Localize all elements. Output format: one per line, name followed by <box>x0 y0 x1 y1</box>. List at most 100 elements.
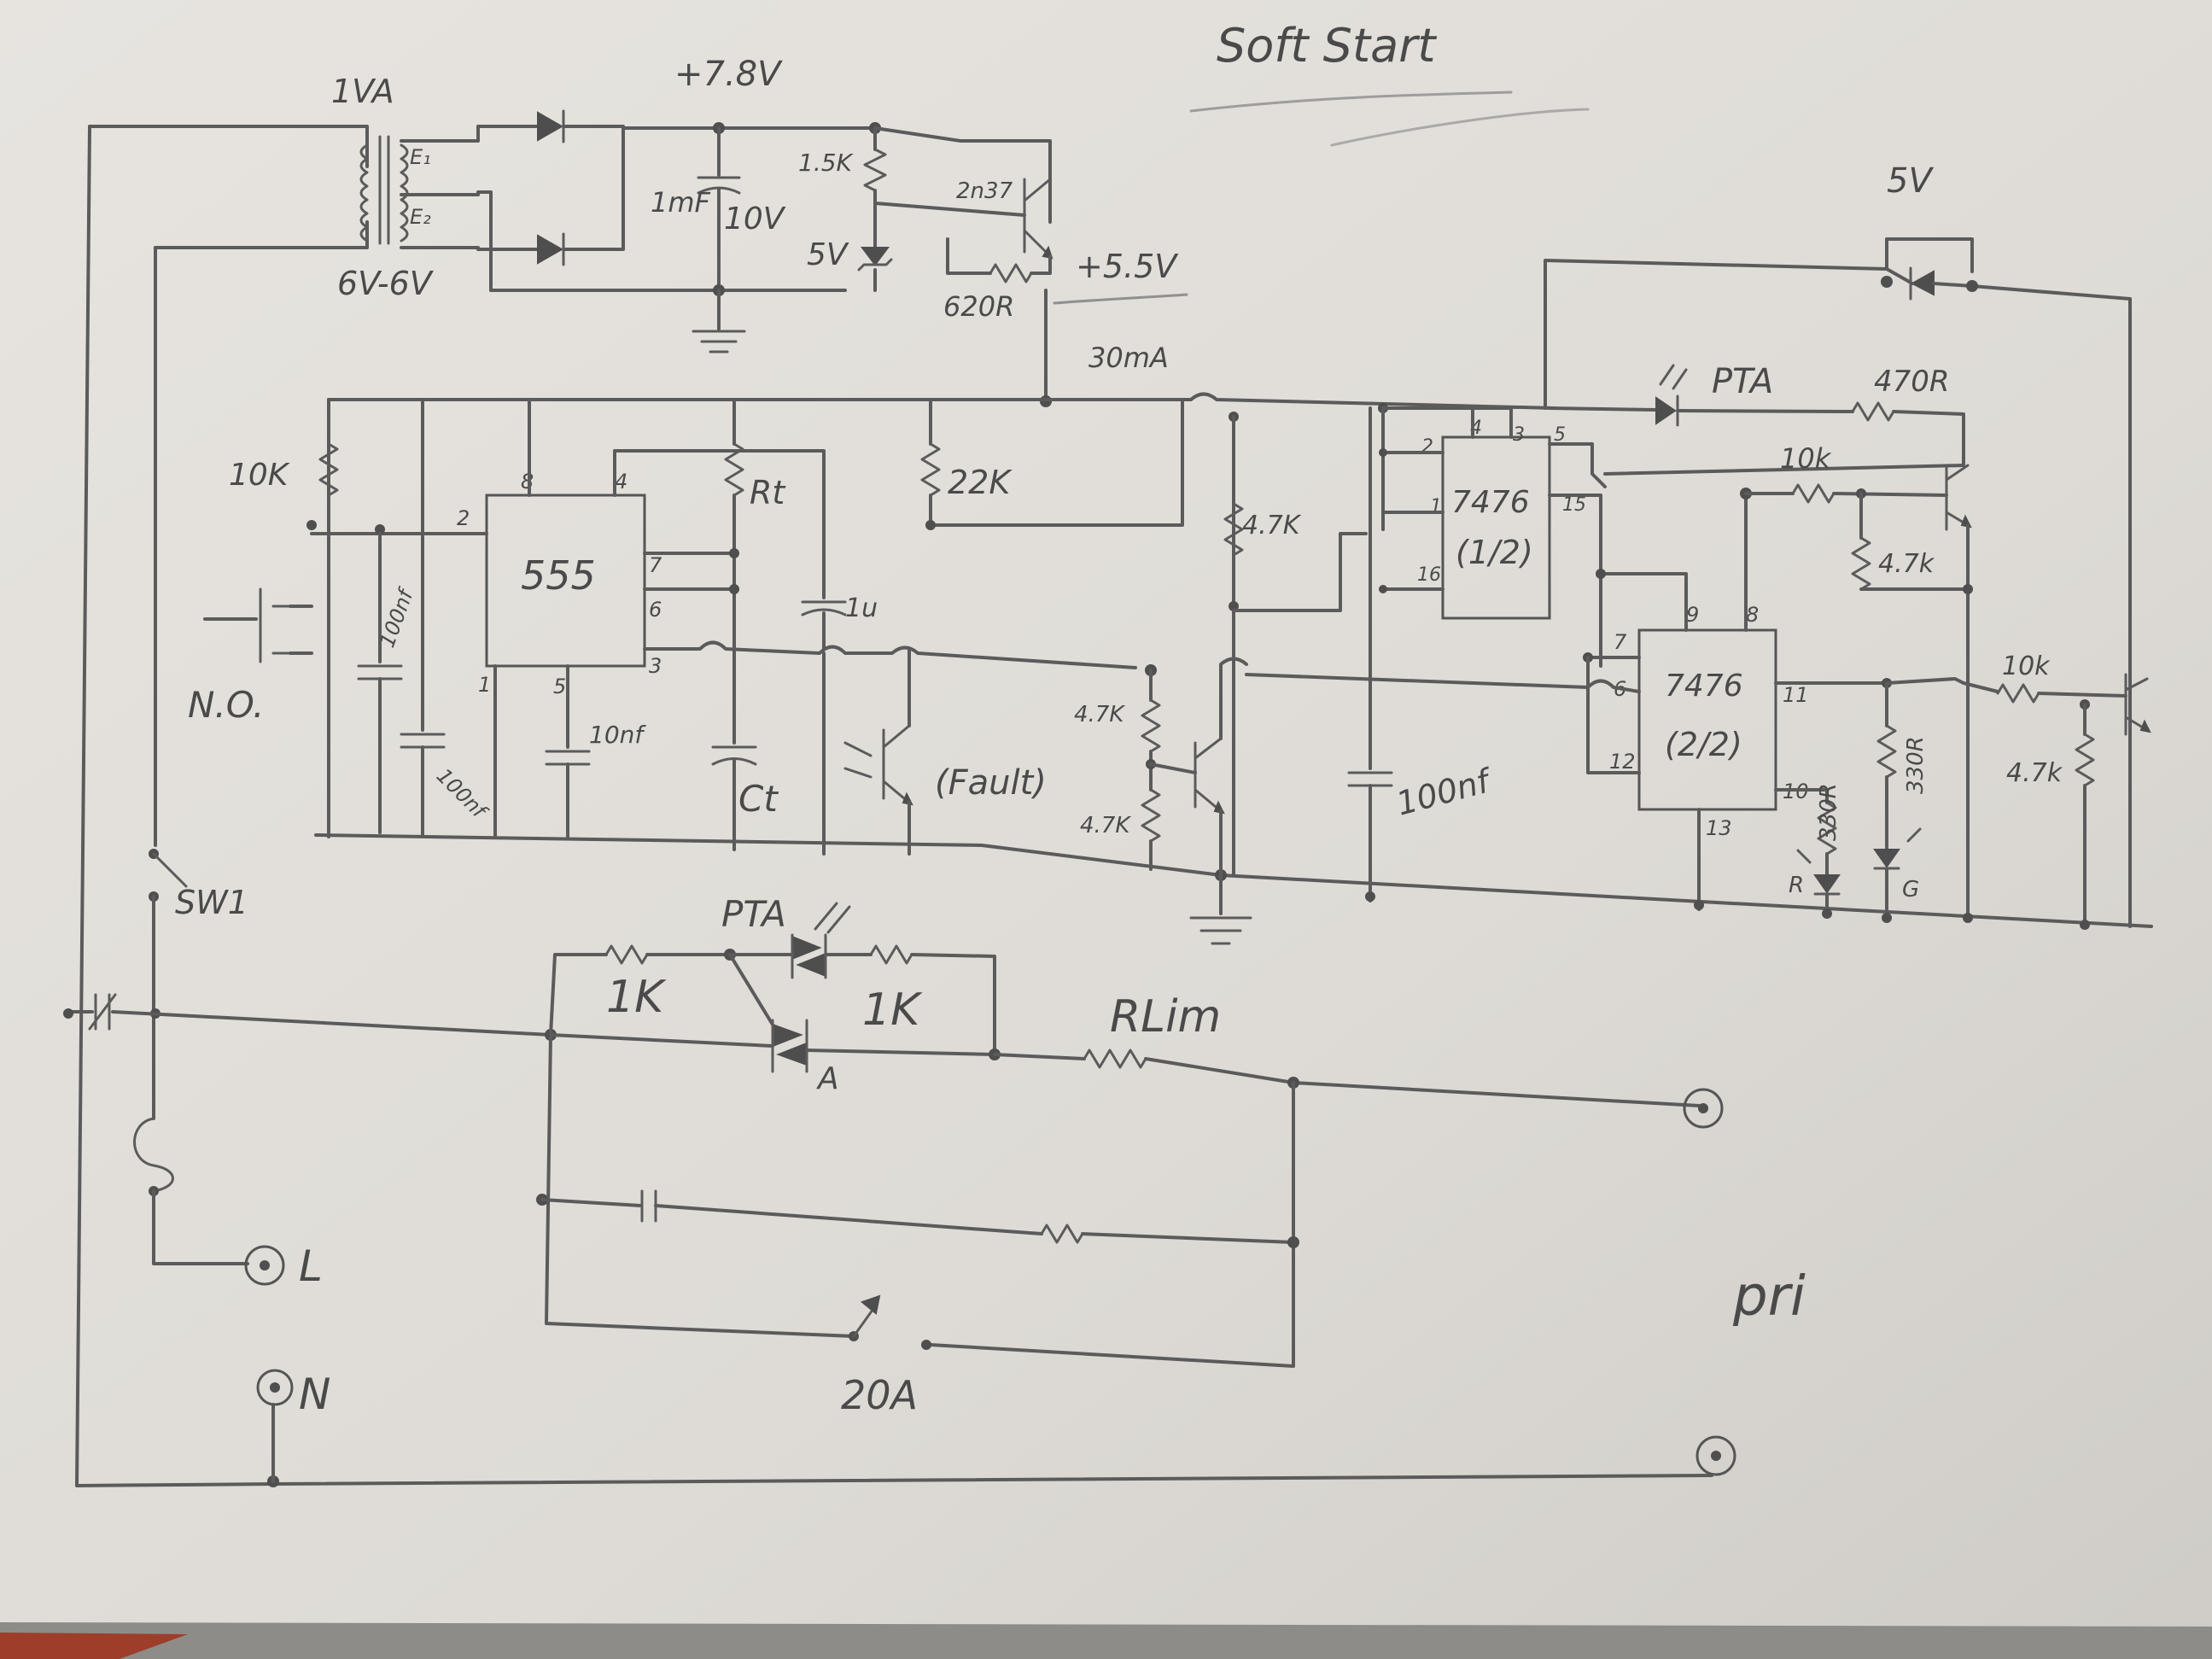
ground-symbol-supply <box>692 330 746 353</box>
resistor-rlim <box>1083 1049 1147 1069</box>
resistor-620 <box>989 263 1033 283</box>
resistor-4k7-a <box>1141 698 1161 753</box>
transformer-va-label: 1VA <box>331 73 394 110</box>
supply-reg-arrow <box>1053 293 1188 305</box>
triac-mt1-wire <box>549 1033 774 1048</box>
rectifier-join-wire <box>562 125 625 251</box>
ff-pin15-wire <box>1548 494 1602 668</box>
r-1k-b-label: 1K <box>862 984 923 1036</box>
contact-slash <box>88 993 117 1031</box>
node <box>729 548 739 558</box>
cap-main-value: 1mF <box>651 186 711 219</box>
relay-blade <box>852 1305 877 1338</box>
ff-pin9-wire <box>1599 572 1688 632</box>
ff-pin-12: 12 <box>1609 750 1636 774</box>
terminal-l-center <box>260 1260 270 1271</box>
pta-led-lead <box>1548 406 1658 412</box>
sw1-blade <box>152 852 188 888</box>
resistor-330-b <box>1876 724 1897 779</box>
resistor-620-label: 620R <box>943 290 1014 323</box>
ic-555-label: 555 <box>521 552 596 599</box>
r1k-b-out <box>910 953 996 1056</box>
ff-pin10-wire <box>1774 788 1829 804</box>
r22k-lead-low <box>929 400 1184 527</box>
mains-feed-wire <box>88 125 369 168</box>
terminal-n <box>256 1369 294 1406</box>
ff-pin-9: 9 <box>1686 603 1699 627</box>
zener-loop-wire <box>1885 237 1974 273</box>
r10k-mid-out <box>1832 492 1948 497</box>
r470-lead <box>1676 409 1854 413</box>
pin-8: 8 <box>521 470 534 494</box>
ff-pin5-wire <box>1548 442 1607 488</box>
r620-wire <box>946 237 992 275</box>
timer-section: 555 2 8 4 7 6 3 1 5 10K N.O. <box>188 398 1248 877</box>
paper-edge <box>0 1622 2212 1659</box>
primary-terminal-top <box>1683 1088 1724 1129</box>
led-pta <box>1655 364 1688 427</box>
node <box>1287 1236 1299 1248</box>
pin-5: 5 <box>553 675 566 698</box>
node <box>925 520 936 530</box>
ff-pin3-wire <box>1381 406 1513 439</box>
node <box>1963 913 1973 923</box>
divider-base-wire <box>1149 762 1197 774</box>
desk-corner <box>0 1633 188 1659</box>
zener-5v-label: 5V <box>807 237 849 272</box>
primary-terminal-bottom-center <box>1711 1451 1721 1461</box>
mains-section: N SW1 L 1K PTA <box>63 125 1806 1487</box>
resistor-4k7-b <box>1141 788 1161 843</box>
resistor-470 <box>1851 401 1895 422</box>
cap-10nf-label: 10nf <box>589 721 646 749</box>
node <box>921 1340 931 1350</box>
snubber-resistor <box>1040 1224 1084 1244</box>
fuse <box>133 1117 174 1193</box>
r-47k-a-label: 4.7K <box>1074 702 1125 727</box>
snubber-mid-wire <box>654 1204 1043 1235</box>
flipflop-section: 4.7K 7476 (1/2) 2 4 3 5 1 16 15 100nf 74… <box>1223 403 1929 923</box>
supply-reg-label: +5.5V <box>1076 248 1179 285</box>
relay-arrow <box>860 1294 881 1315</box>
regulator-base-wire <box>873 202 1026 217</box>
led-r-label: R <box>1789 873 1804 898</box>
triac-a-label: A <box>816 1061 839 1096</box>
ground-symbol-main <box>1189 916 1252 945</box>
inhibit-transistor <box>1194 737 1225 815</box>
resistor-10k-right <box>1996 683 2040 704</box>
vcc-rail-right <box>1189 392 1555 410</box>
title-scribble <box>1330 108 1590 147</box>
node <box>729 584 739 594</box>
pin-7: 7 <box>649 553 662 577</box>
node <box>1694 900 1704 910</box>
zener-5v-supply <box>857 247 893 272</box>
pin-3: 3 <box>649 654 662 678</box>
output-driver-section: 5V PTA 470R 10k 4. <box>1544 161 2151 930</box>
ic-7476-bottom <box>1637 628 1777 811</box>
r-47k-right-label: 4.7k <box>1878 549 1935 579</box>
triac-gate-wire <box>728 953 774 1026</box>
rlim-lead <box>993 1053 1086 1060</box>
led-g-label: G <box>1902 877 1919 903</box>
primary-terminal-bottom <box>1695 1435 1736 1476</box>
cap-main-voltage: 10V <box>724 202 786 237</box>
r-330-b-label: 330R <box>1903 736 1929 794</box>
ff-clock-wire <box>1232 532 1368 612</box>
bypass-left-wire <box>545 1033 855 1338</box>
zener-top-label: 5V <box>1887 161 1934 201</box>
r10k-right-out <box>2037 692 2127 698</box>
r10k-right-lead <box>1885 677 1999 693</box>
supply-current-label: 30mA <box>1088 342 1169 374</box>
r-22k-label: 22K <box>948 464 1013 501</box>
pin-4: 4 <box>615 470 627 494</box>
pri-label: pri <box>1732 1265 1806 1329</box>
node <box>63 1008 73 1019</box>
terminal-n-center <box>270 1382 280 1393</box>
sw1-label: SW1 <box>175 884 248 921</box>
resistor-4k7-bottom <box>2075 733 2095 787</box>
node <box>375 524 385 535</box>
ic-555 <box>485 494 646 668</box>
ff-top-half-label: (1/2) <box>1456 534 1533 571</box>
ff-bottom-half-label: (2/2) <box>1665 726 1742 763</box>
